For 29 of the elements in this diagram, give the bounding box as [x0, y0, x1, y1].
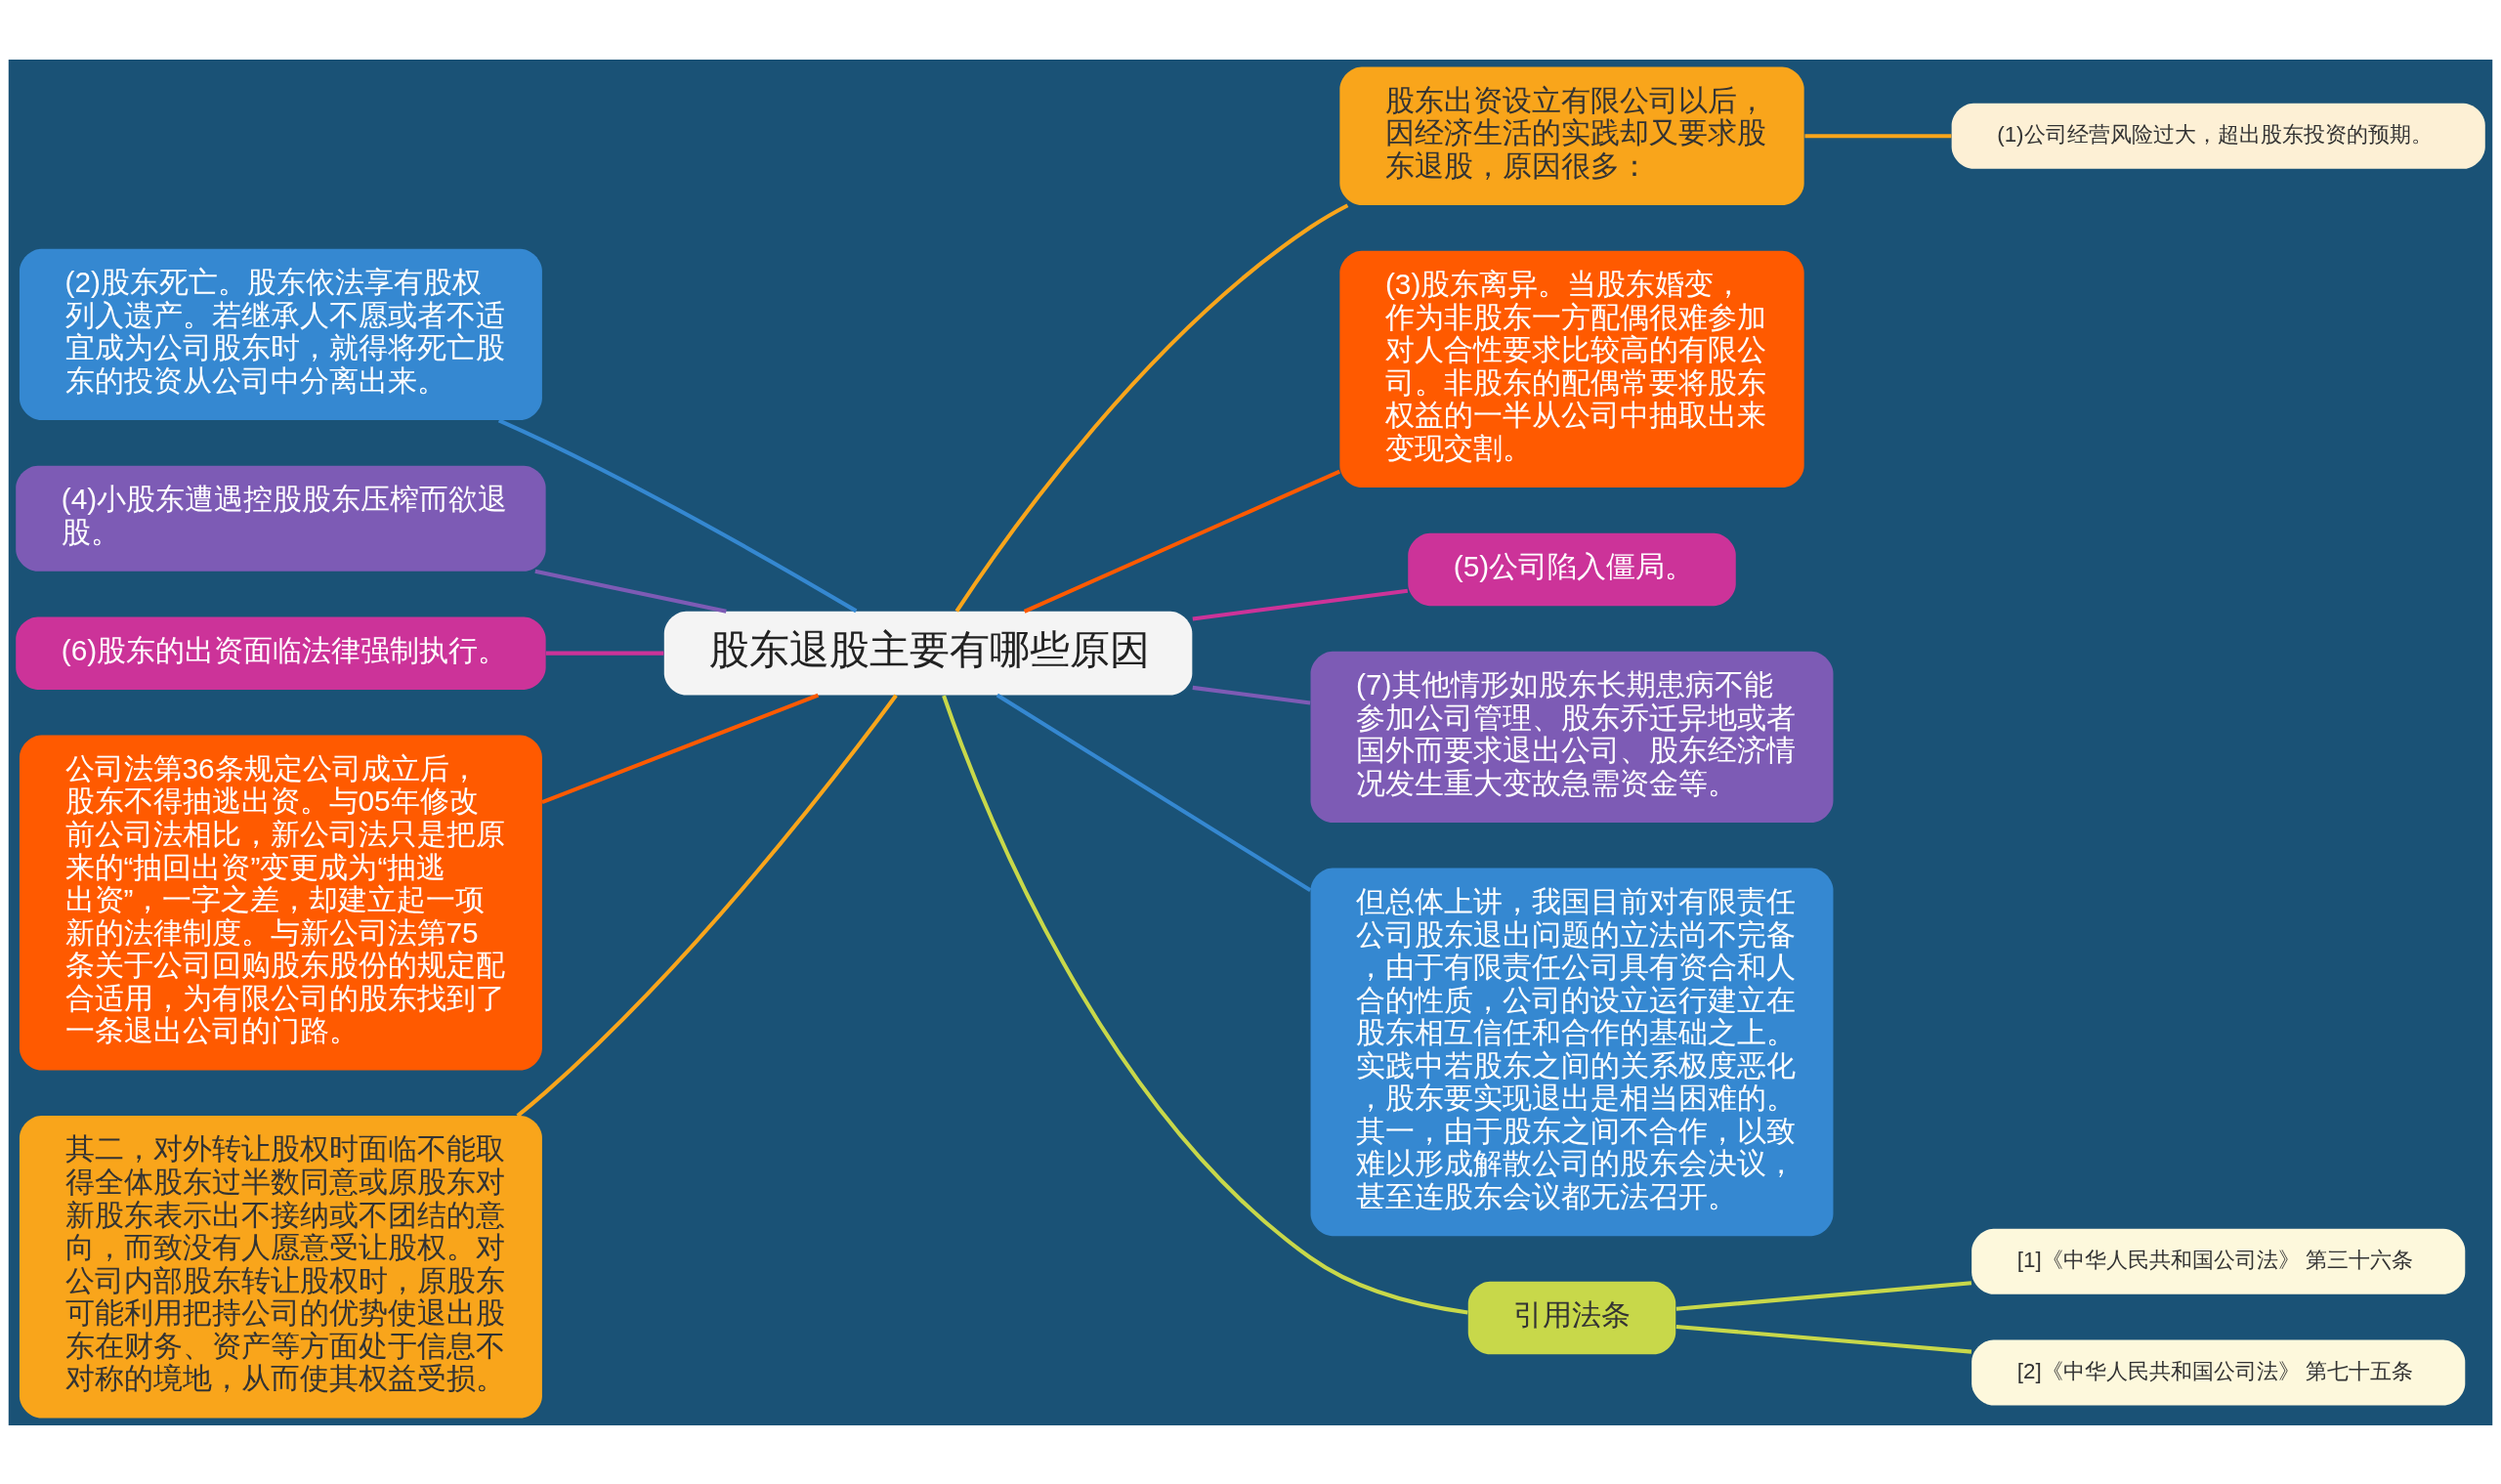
connector [1804, 133, 1952, 138]
connector [545, 651, 664, 656]
connector [534, 569, 727, 614]
node-box: (7)其他情形如股东长期患病不能参加公司管理、股东乔迁异地或者国外而要求退出公司、股东经济情况发生重大变故急需资金等。 [1310, 651, 1834, 823]
node-box: (1)公司经营风险过大，超出股东投资的预期。 [1951, 103, 2485, 169]
connector [497, 418, 858, 613]
node-box: (5)公司陷入僵局。 [1408, 532, 1736, 606]
connector [516, 693, 898, 1118]
connector [1675, 1324, 1972, 1354]
connector [1192, 588, 1409, 620]
node-box: [1]《中华人民共和国公司法》 第三十六条 [1971, 1228, 2466, 1294]
node-box: (6)股东的出资面临法律强制执行。 [16, 615, 546, 690]
connector [1675, 1280, 1972, 1311]
node-box: 股东退股主要有哪些原因 [663, 611, 1193, 696]
connector [1023, 469, 1341, 614]
connector [954, 202, 1349, 613]
node-box: 其二，对外转让股权时面临不能取得全体股东过半数同意或原股东对新股东表示出不接纳或不团结的意向，而致没有人愿意受让股权。对公司内部股东转让股权时，原股东可能利用把持公司的优势使退出股东在财务、资产等方面处于信息不对称的境地，从而使其权益受损。 [19, 1115, 542, 1419]
connector [942, 694, 1468, 1314]
connector [541, 693, 820, 804]
node-box: 股东出资设立有限公司以后，因经济生活的实践却又要求股东退股，原因很多： [1339, 65, 1804, 205]
connector [996, 693, 1312, 892]
node-box: 但总体上讲，我国目前对有限责任公司股东退出问题的立法尚不完备，由于有限责任公司具有资合和人合的性质，公司的设立运行建立在股东相互信任和合作的基础之上。实践中若股东之间的关系极度恶化，股东要实现退出是相当困难的。其一，由于股东之间不合作，以致难以形成解散公司的股东会决议，甚至连股东会议都无法召开。 [1310, 868, 1834, 1236]
node-box: (2)股东死亡。股东依法享有股权列入遗产。若继承人不愿或者不适宜成为公司股东时，就得将死亡股东的投资从公司中分离出来。 [19, 248, 542, 420]
node-box: 引用法条 [1467, 1281, 1676, 1354]
node-box: [2]《中华人民共和国公司法》 第七十五条 [1971, 1338, 2466, 1405]
node-box: (3)股东离异。当股东婚变，作为非股东一方配偶很难参加对人合性要求比较高的有限公司。非股东的配偶常要将股东权益的一半从公司中抽取出来变现交割。 [1339, 250, 1804, 488]
node-box: 公司法第36条规定公司成立后，股东不得抽逃出资。与05年修改前公司法相比，新公司法只是把原来的“抽回出资”变更成为“抽逃出资”，一字之差，却建立起一项新的法律制度。与新公司法第75条关于公司回购股东股份的规定配合适用，为有限公司的股东找到了一条退出公司的门路。 [19, 735, 542, 1070]
connector [1192, 685, 1311, 705]
node-box: (4)小股东遭遇控股股东压榨而欲退股。 [16, 465, 546, 572]
